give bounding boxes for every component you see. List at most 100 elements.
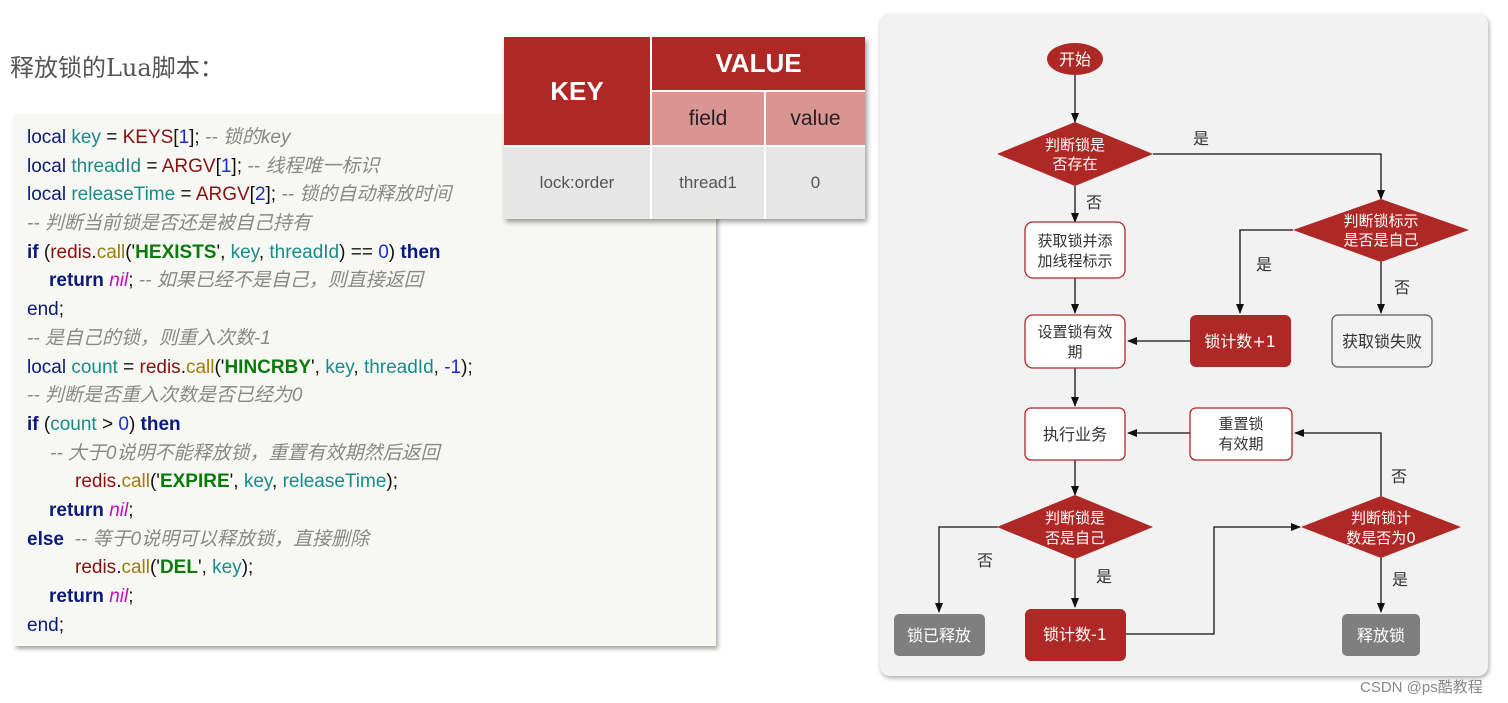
- comment: -- 判断是否重入次数是否已经为0: [27, 385, 303, 407]
- string: HEXISTS: [135, 241, 217, 263]
- punct: ;: [128, 586, 134, 607]
- check-self-line2: 否是自己: [1045, 529, 1105, 547]
- edge-self-no: [935, 526, 998, 613]
- number: 2: [254, 184, 266, 206]
- punct: ): [128, 413, 141, 435]
- acquire-fail-label: 获取锁失败: [1342, 332, 1422, 351]
- set-expire-line1: 设置锁有效: [1037, 323, 1112, 341]
- variable: threadId: [269, 241, 340, 263]
- code-line-8: -- 是自己的锁，则重入次数-1: [14, 325, 716, 354]
- acquire-line1: 获取锁并添: [1037, 232, 1112, 250]
- process-acquire-fail: 获取锁失败: [1331, 314, 1433, 368]
- decision-check-exists: 判断锁是 否存在: [997, 122, 1153, 186]
- check-own-line1: 判断锁标示: [1343, 212, 1418, 230]
- keyword: if: [27, 413, 39, 435]
- set-expire-line2: 期: [1067, 343, 1082, 361]
- field-cell: thread1: [652, 147, 764, 219]
- punct: (': [125, 241, 136, 263]
- number: 0: [118, 413, 129, 435]
- number: -1: [444, 356, 462, 378]
- keyword: else: [27, 528, 64, 550]
- punct: .: [180, 356, 186, 378]
- bracket: [: [173, 127, 179, 148]
- punct: ,: [258, 241, 270, 263]
- edge-count-no: [1294, 429, 1382, 496]
- field-header: field: [652, 92, 764, 145]
- object: redis: [75, 557, 117, 579]
- key-cell: lock:order: [504, 147, 650, 219]
- object: redis: [139, 356, 181, 378]
- punct: ',: [311, 356, 326, 378]
- process-set-expire: 设置锁有效 期: [1024, 314, 1126, 369]
- punct: ;: [58, 614, 64, 636]
- string: HINCRBY: [224, 356, 312, 378]
- comment: -- 锁的key: [199, 127, 291, 148]
- check-count-line2: 数是否为0: [1346, 529, 1416, 547]
- operator: =: [117, 356, 140, 378]
- punct: ,: [353, 356, 364, 378]
- punct: ',: [216, 241, 231, 263]
- operator: >: [96, 413, 119, 435]
- comment: -- 判断当前锁是否还是被自己持有: [27, 213, 311, 235]
- variable: key: [230, 241, 259, 263]
- edge-minus-check: [1126, 523, 1301, 635]
- number: 1: [220, 155, 232, 177]
- count-plus-label: 锁计数+1: [1204, 332, 1276, 351]
- nil: nil: [109, 499, 129, 521]
- code-line-18: end;: [14, 612, 716, 641]
- punct: (': [149, 471, 160, 493]
- punct: (': [214, 356, 225, 378]
- keyword: local: [27, 356, 67, 378]
- label-self-no: 否: [977, 551, 993, 570]
- check-count-line1: 判断锁计: [1351, 509, 1411, 527]
- punct: .: [91, 241, 97, 263]
- punct: );: [461, 356, 473, 378]
- global: ARGV: [161, 155, 216, 177]
- variable: threadId: [71, 155, 142, 177]
- number: 1: [178, 127, 190, 148]
- code-line-16: redis.call('DEL', key);: [14, 554, 716, 583]
- punct: ) ==: [339, 241, 379, 263]
- comment: -- 等于0说明可以释放锁，直接删除: [63, 528, 370, 550]
- check-own-line2: 是否是自己: [1343, 231, 1418, 249]
- edge-exists-yes: [1153, 153, 1385, 200]
- punct: .: [116, 471, 122, 493]
- global: ARGV: [195, 184, 250, 206]
- reset-expire-line2: 有效期: [1218, 435, 1263, 453]
- keyword: end: [27, 614, 59, 636]
- keyword: return: [49, 586, 104, 607]
- check-exists-line2: 否存在: [1052, 155, 1097, 173]
- flow-edges: [935, 75, 1385, 635]
- label-count-no: 否: [1391, 467, 1407, 486]
- decision-check-own: 判断锁标示 是否是自己: [1293, 199, 1469, 262]
- comment: -- 大于0说明不能释放锁，重置有效期然后返回: [50, 442, 440, 464]
- bracket: ];: [265, 184, 277, 206]
- label-self-yes: 是: [1096, 567, 1112, 586]
- label-own-yes: 是: [1256, 255, 1272, 274]
- released-label: 锁已释放: [907, 626, 971, 645]
- code-line-14: return nil;: [14, 497, 716, 526]
- process-count-plus: 锁计数+1: [1190, 315, 1291, 367]
- redis-hash-table: KEY VALUE field value lock:order thread1…: [504, 37, 865, 219]
- edge-labels: 是 否 是 否 否 是 否 是: [977, 129, 1410, 589]
- execute-label: 执行业务: [1043, 425, 1107, 444]
- edge-own-yes: [1236, 229, 1293, 314]
- comment: -- 如果已经不是自己，则直接返回: [133, 270, 423, 292]
- punct: ,: [272, 471, 283, 493]
- operator: =: [175, 184, 196, 206]
- punct: (: [38, 241, 51, 263]
- code-line-6: return nil; -- 如果已经不是自己，则直接返回: [14, 267, 716, 296]
- keyword: local: [27, 155, 67, 177]
- bracket: ];: [231, 155, 242, 177]
- release-label: 释放锁: [1357, 626, 1405, 645]
- function: call: [185, 356, 215, 378]
- punct: (': [149, 557, 160, 579]
- code-line-3: local releaseTime = ARGV[2]; -- 锁的自动释放时间: [14, 181, 716, 210]
- reset-expire-line1: 重置锁: [1218, 415, 1263, 433]
- punct: ;: [58, 299, 64, 321]
- code-line-9: local count = redis.call('HINCRBY', key,…: [14, 354, 716, 383]
- global: KEYS: [122, 127, 174, 148]
- variable: count: [71, 356, 118, 378]
- terminal-released: 锁已释放: [894, 614, 985, 656]
